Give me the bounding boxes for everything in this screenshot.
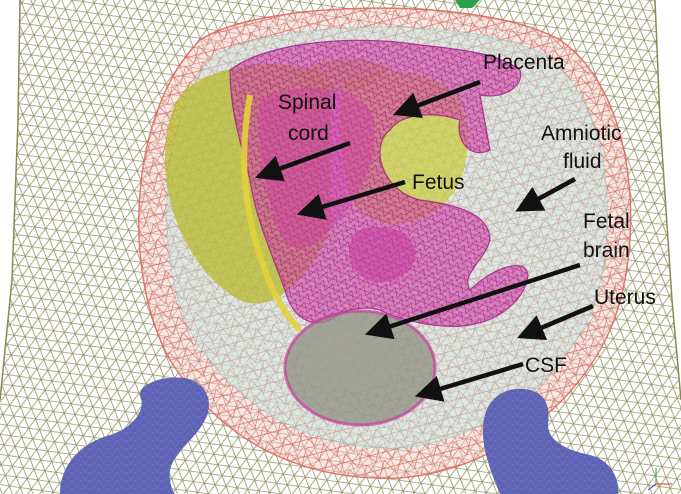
label-fetus: Fetus [412, 172, 465, 194]
label-fetal-brain-line2: brain [583, 240, 630, 262]
label-fetal-brain-line1: Fetal [583, 211, 630, 233]
label-amniotic-fluid-line2: fluid [563, 151, 602, 173]
label-placenta: Placenta [483, 52, 565, 74]
label-csf: CSF [525, 355, 567, 377]
label-uterus: Uterus [594, 287, 656, 309]
label-amniotic-fluid-line1: Amniotic [541, 123, 622, 145]
fetal-brain-surface [285, 311, 435, 425]
label-spinal-cord-line2: cord [288, 123, 329, 145]
label-spinal-cord-line1: Spinal [278, 92, 336, 114]
